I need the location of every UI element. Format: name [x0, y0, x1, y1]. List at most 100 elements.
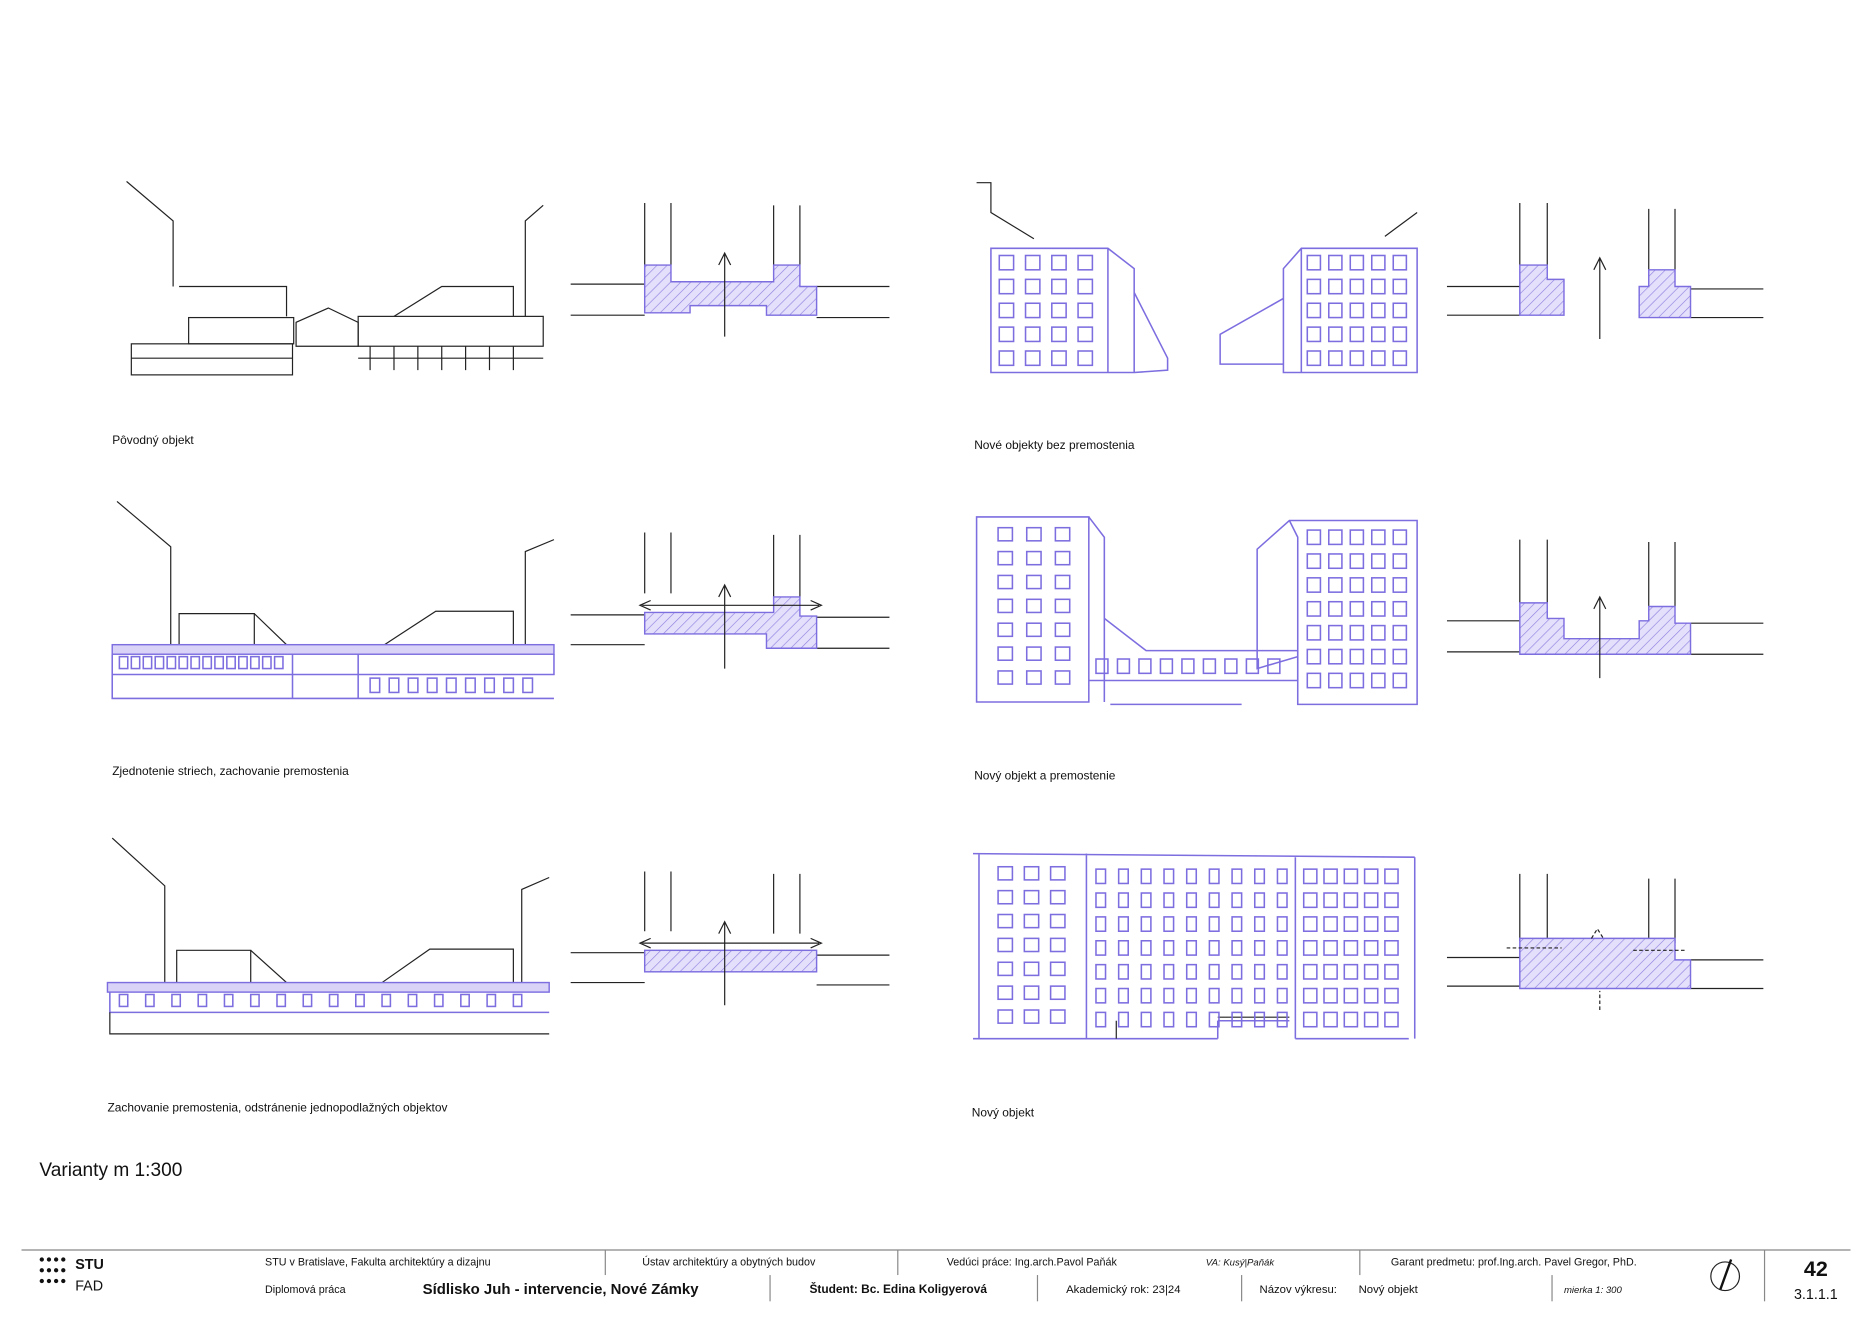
- plan-original: [570, 202, 890, 337]
- logo-dot: [39, 1268, 44, 1273]
- window: [1306, 600, 1322, 617]
- window: [997, 961, 1014, 977]
- window: [1231, 987, 1243, 1004]
- window: [1095, 987, 1107, 1004]
- project-title: Sídlisko Juh - intervencie, Nové Zámky: [423, 1281, 700, 1298]
- window: [1363, 987, 1379, 1004]
- window: [1302, 1011, 1318, 1028]
- title-block: STU FAD STU v Bratislave, Fakulta archit…: [21, 1249, 1851, 1303]
- window: [1077, 302, 1094, 319]
- logo-dot: [61, 1278, 66, 1284]
- window: [1051, 278, 1067, 295]
- window: [1023, 961, 1040, 977]
- window: [1370, 302, 1386, 319]
- window: [1276, 868, 1288, 885]
- window: [1095, 916, 1107, 932]
- caption-new-no-bridge: Nové objekty bez premostenia: [974, 438, 1135, 452]
- window: [1140, 963, 1152, 980]
- window: [1163, 1011, 1175, 1028]
- logo-dot: [53, 1278, 59, 1284]
- window: [1051, 254, 1067, 271]
- window: [1392, 577, 1408, 593]
- window: [1095, 658, 1109, 675]
- window: [1349, 254, 1365, 271]
- window: [190, 655, 201, 670]
- window: [1077, 254, 1094, 271]
- window: [1117, 963, 1129, 980]
- window: [1095, 892, 1107, 909]
- window: [1384, 868, 1399, 885]
- window: [1181, 658, 1195, 675]
- window: [1302, 868, 1318, 885]
- window: [998, 350, 1015, 367]
- window: [1392, 350, 1408, 367]
- window: [1276, 963, 1288, 980]
- logo-dot: [61, 1257, 66, 1262]
- window: [1202, 658, 1217, 675]
- page-number: 42: [1804, 1257, 1828, 1281]
- window: [997, 574, 1014, 590]
- window: [426, 677, 438, 694]
- window: [1306, 648, 1322, 665]
- window: [171, 993, 182, 1008]
- window: [1276, 1011, 1288, 1028]
- window: [302, 993, 313, 1008]
- window: [1054, 646, 1071, 661]
- logo-stu: STU: [75, 1257, 104, 1273]
- window: [1245, 658, 1260, 675]
- north-arrow-icon: [1710, 1259, 1741, 1292]
- window: [1392, 648, 1408, 665]
- logo-dot: [46, 1268, 52, 1273]
- window: [407, 993, 418, 1008]
- window: [1054, 598, 1071, 614]
- window: [381, 993, 392, 1008]
- thesis-type: Diplomová práca: [265, 1284, 346, 1296]
- window: [1302, 987, 1318, 1004]
- window: [1116, 658, 1131, 675]
- window: [1276, 939, 1288, 956]
- window: [1253, 939, 1266, 956]
- window: [1349, 672, 1365, 689]
- window: [1384, 987, 1399, 1004]
- window: [1328, 672, 1343, 689]
- window: [1163, 939, 1175, 956]
- window: [142, 655, 153, 670]
- window: [1328, 326, 1343, 343]
- window: [1349, 302, 1365, 319]
- window: [998, 278, 1015, 295]
- window: [1049, 985, 1066, 1001]
- window: [144, 993, 155, 1008]
- window: [1349, 553, 1365, 570]
- window: [1343, 1011, 1359, 1028]
- window: [997, 1009, 1014, 1024]
- window: [1323, 916, 1338, 932]
- window: [1343, 963, 1359, 980]
- logo-dot: [39, 1278, 44, 1284]
- window: [1306, 350, 1322, 367]
- window: [238, 655, 248, 670]
- window: [1117, 868, 1129, 885]
- window: [1323, 939, 1338, 956]
- window: [1276, 987, 1288, 1004]
- window: [1025, 526, 1042, 542]
- sheet-title: Varianty m 1:300: [39, 1160, 182, 1181]
- window: [1159, 658, 1174, 675]
- window: [1049, 961, 1066, 977]
- window: [1349, 326, 1365, 343]
- window: [1323, 987, 1338, 1004]
- window: [1370, 529, 1386, 546]
- window: [1323, 868, 1338, 885]
- window: [1140, 868, 1152, 885]
- window: [1025, 646, 1042, 661]
- window: [1054, 526, 1071, 542]
- caption-unified-roofs: Zjednotenie striech, zachovanie premoste…: [112, 764, 349, 778]
- window: [445, 677, 457, 694]
- window: [1343, 916, 1359, 932]
- window: [249, 993, 260, 1008]
- window: [1306, 278, 1322, 295]
- window: [1023, 889, 1040, 905]
- window: [997, 670, 1014, 685]
- window: [1363, 916, 1379, 932]
- window: [1024, 302, 1041, 319]
- window: [1208, 939, 1220, 956]
